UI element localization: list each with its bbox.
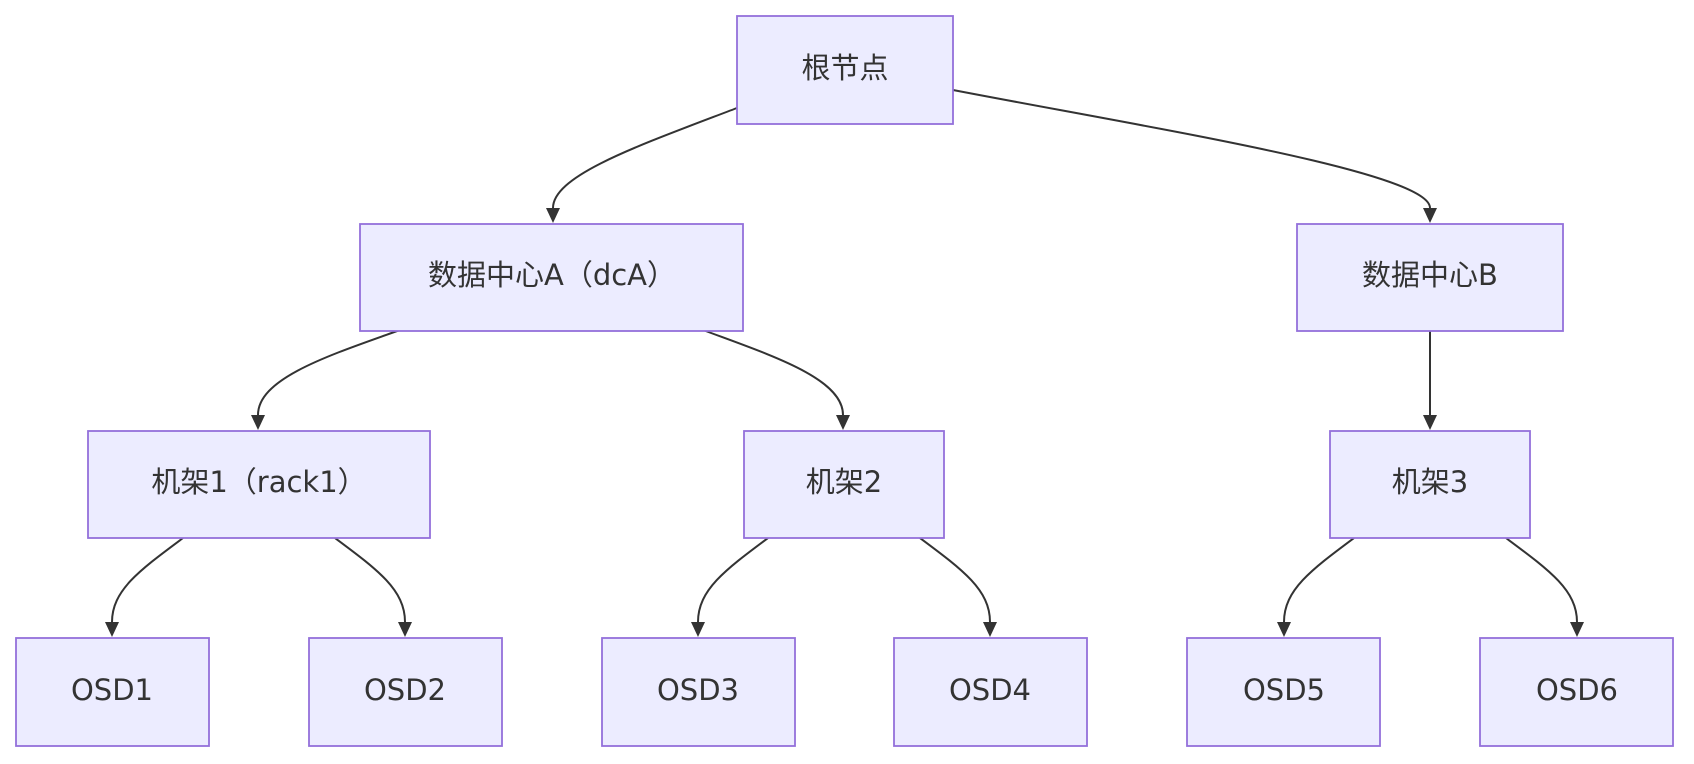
node-rack3-label: 机架3 [1392, 465, 1468, 499]
edge-rack3-to-osd6 [1505, 537, 1578, 623]
arrowhead-dcb [1423, 208, 1437, 223]
node-osd6: OSD6 [1479, 637, 1674, 747]
arrowhead-dca [546, 208, 560, 223]
edge-rack3-to-osd5 [1283, 537, 1355, 623]
arrowhead-osd3 [691, 622, 705, 637]
node-osd6-label: OSD6 [1536, 673, 1618, 707]
node-osd4: OSD4 [893, 637, 1088, 747]
node-rack3-box [1329, 430, 1531, 539]
node-osd3-label: OSD3 [657, 673, 739, 707]
edge-root-to-dca [552, 107, 738, 209]
node-osd4-label: OSD4 [949, 673, 1031, 707]
node-layer: 根节点 数据中心A（dcA） 数据中心B 机架1（rack1） 机架2 机架3 … [15, 15, 1674, 747]
node-osd5-label: OSD5 [1243, 673, 1325, 707]
arrowhead-osd1 [105, 622, 119, 637]
node-root: 根节点 [736, 15, 954, 125]
node-osd2-box [308, 637, 503, 747]
node-dcb-box [1296, 223, 1564, 332]
edge-layer [105, 89, 1584, 637]
node-dca-label: 数据中心A（dcA） [428, 258, 676, 292]
edge-rack1-to-osd2 [334, 537, 406, 623]
edge-root-to-dcb [952, 89, 1431, 209]
node-rack2-box [743, 430, 945, 539]
edge-rack2-to-osd3 [697, 537, 769, 623]
node-root-label: 根节点 [801, 51, 888, 85]
node-root-box [736, 15, 954, 125]
node-osd3-box [601, 637, 796, 747]
node-rack1-box [87, 430, 431, 539]
arrowhead-osd4 [983, 622, 997, 637]
node-dca-box [359, 223, 744, 332]
node-rack2: 机架2 [743, 430, 945, 539]
node-rack1-label: 机架1（rack1） [151, 465, 366, 499]
edge-rack2-to-osd4 [919, 537, 991, 623]
node-dca: 数据中心A（dcA） [359, 223, 744, 332]
arrowhead-osd5 [1277, 622, 1291, 637]
node-osd5: OSD5 [1186, 637, 1381, 747]
edge-rack1-to-osd1 [111, 537, 184, 623]
node-rack1: 机架1（rack1） [87, 430, 431, 539]
arrowhead-rack1 [251, 415, 265, 430]
node-osd1-label: OSD1 [71, 673, 153, 707]
edge-dca-to-rack1 [257, 329, 401, 416]
node-rack2-label: 机架2 [806, 465, 882, 499]
node-rack3: 机架3 [1329, 430, 1531, 539]
node-osd2: OSD2 [308, 637, 503, 747]
arrowhead-osd6 [1570, 622, 1584, 637]
arrowhead-rack3 [1423, 415, 1437, 430]
node-osd1: OSD1 [15, 637, 210, 747]
node-dcb: 数据中心B [1296, 223, 1564, 332]
arrowhead-rack2 [836, 415, 850, 430]
node-osd6-box [1479, 637, 1674, 747]
node-osd3: OSD3 [601, 637, 796, 747]
node-osd4-box [893, 637, 1088, 747]
arrowhead-osd2 [398, 622, 412, 637]
node-dcb-label: 数据中心B [1362, 258, 1498, 292]
node-osd1-box [15, 637, 210, 747]
node-osd2-label: OSD2 [364, 673, 446, 707]
node-osd5-box [1186, 637, 1381, 747]
edge-dca-to-rack2 [702, 329, 844, 416]
